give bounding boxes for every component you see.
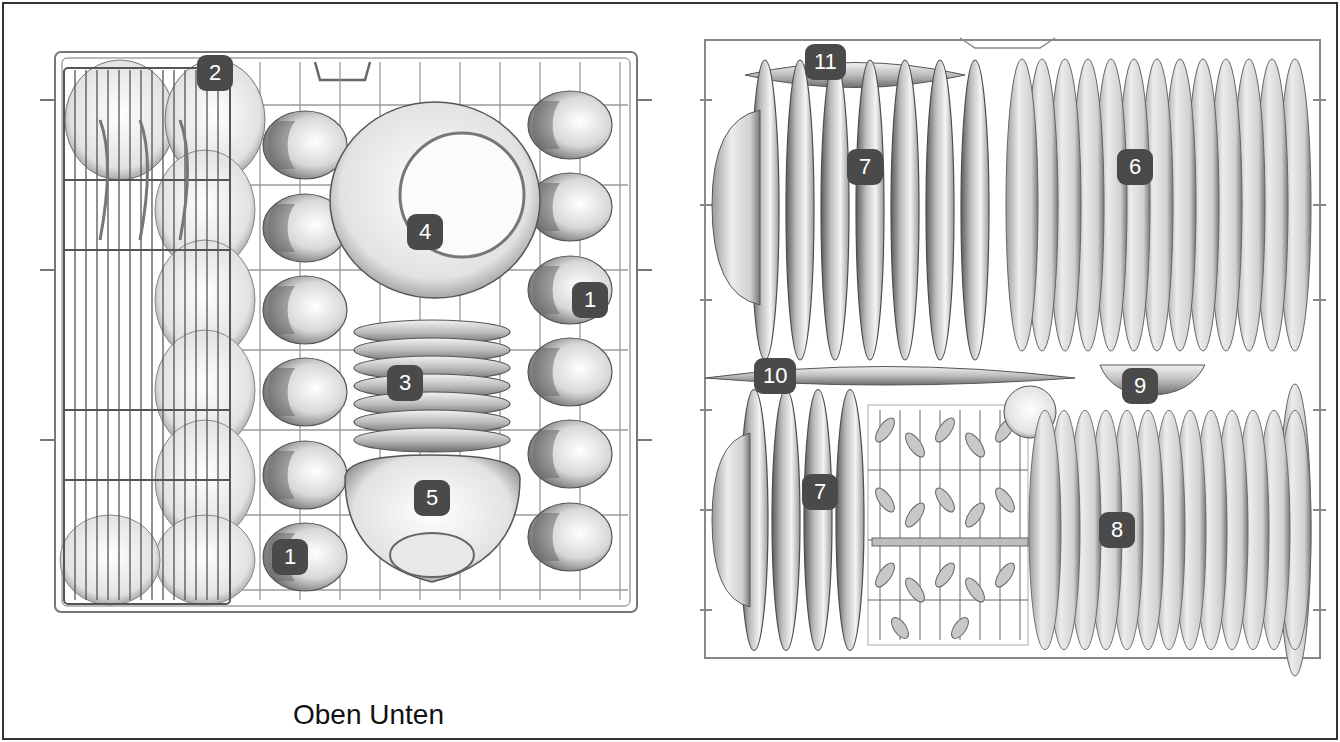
callout-number: 3 bbox=[387, 365, 423, 401]
callout-number: 10 bbox=[754, 358, 796, 394]
callout-number: 5 bbox=[414, 480, 450, 516]
callout-number: 8 bbox=[1099, 512, 1135, 548]
callout-number: 9 bbox=[1122, 368, 1158, 404]
callout-number: 6 bbox=[1117, 149, 1153, 185]
callout-number: 7 bbox=[802, 474, 838, 510]
callout-number: 2 bbox=[197, 55, 233, 91]
caption-text: Oben Unten bbox=[293, 699, 444, 731]
callout-number: 11 bbox=[805, 44, 846, 80]
callout-number: 4 bbox=[407, 214, 443, 250]
callout-number: 1 bbox=[572, 282, 608, 318]
callout-number: 7 bbox=[847, 149, 883, 185]
callout-number: 1 bbox=[272, 539, 308, 575]
